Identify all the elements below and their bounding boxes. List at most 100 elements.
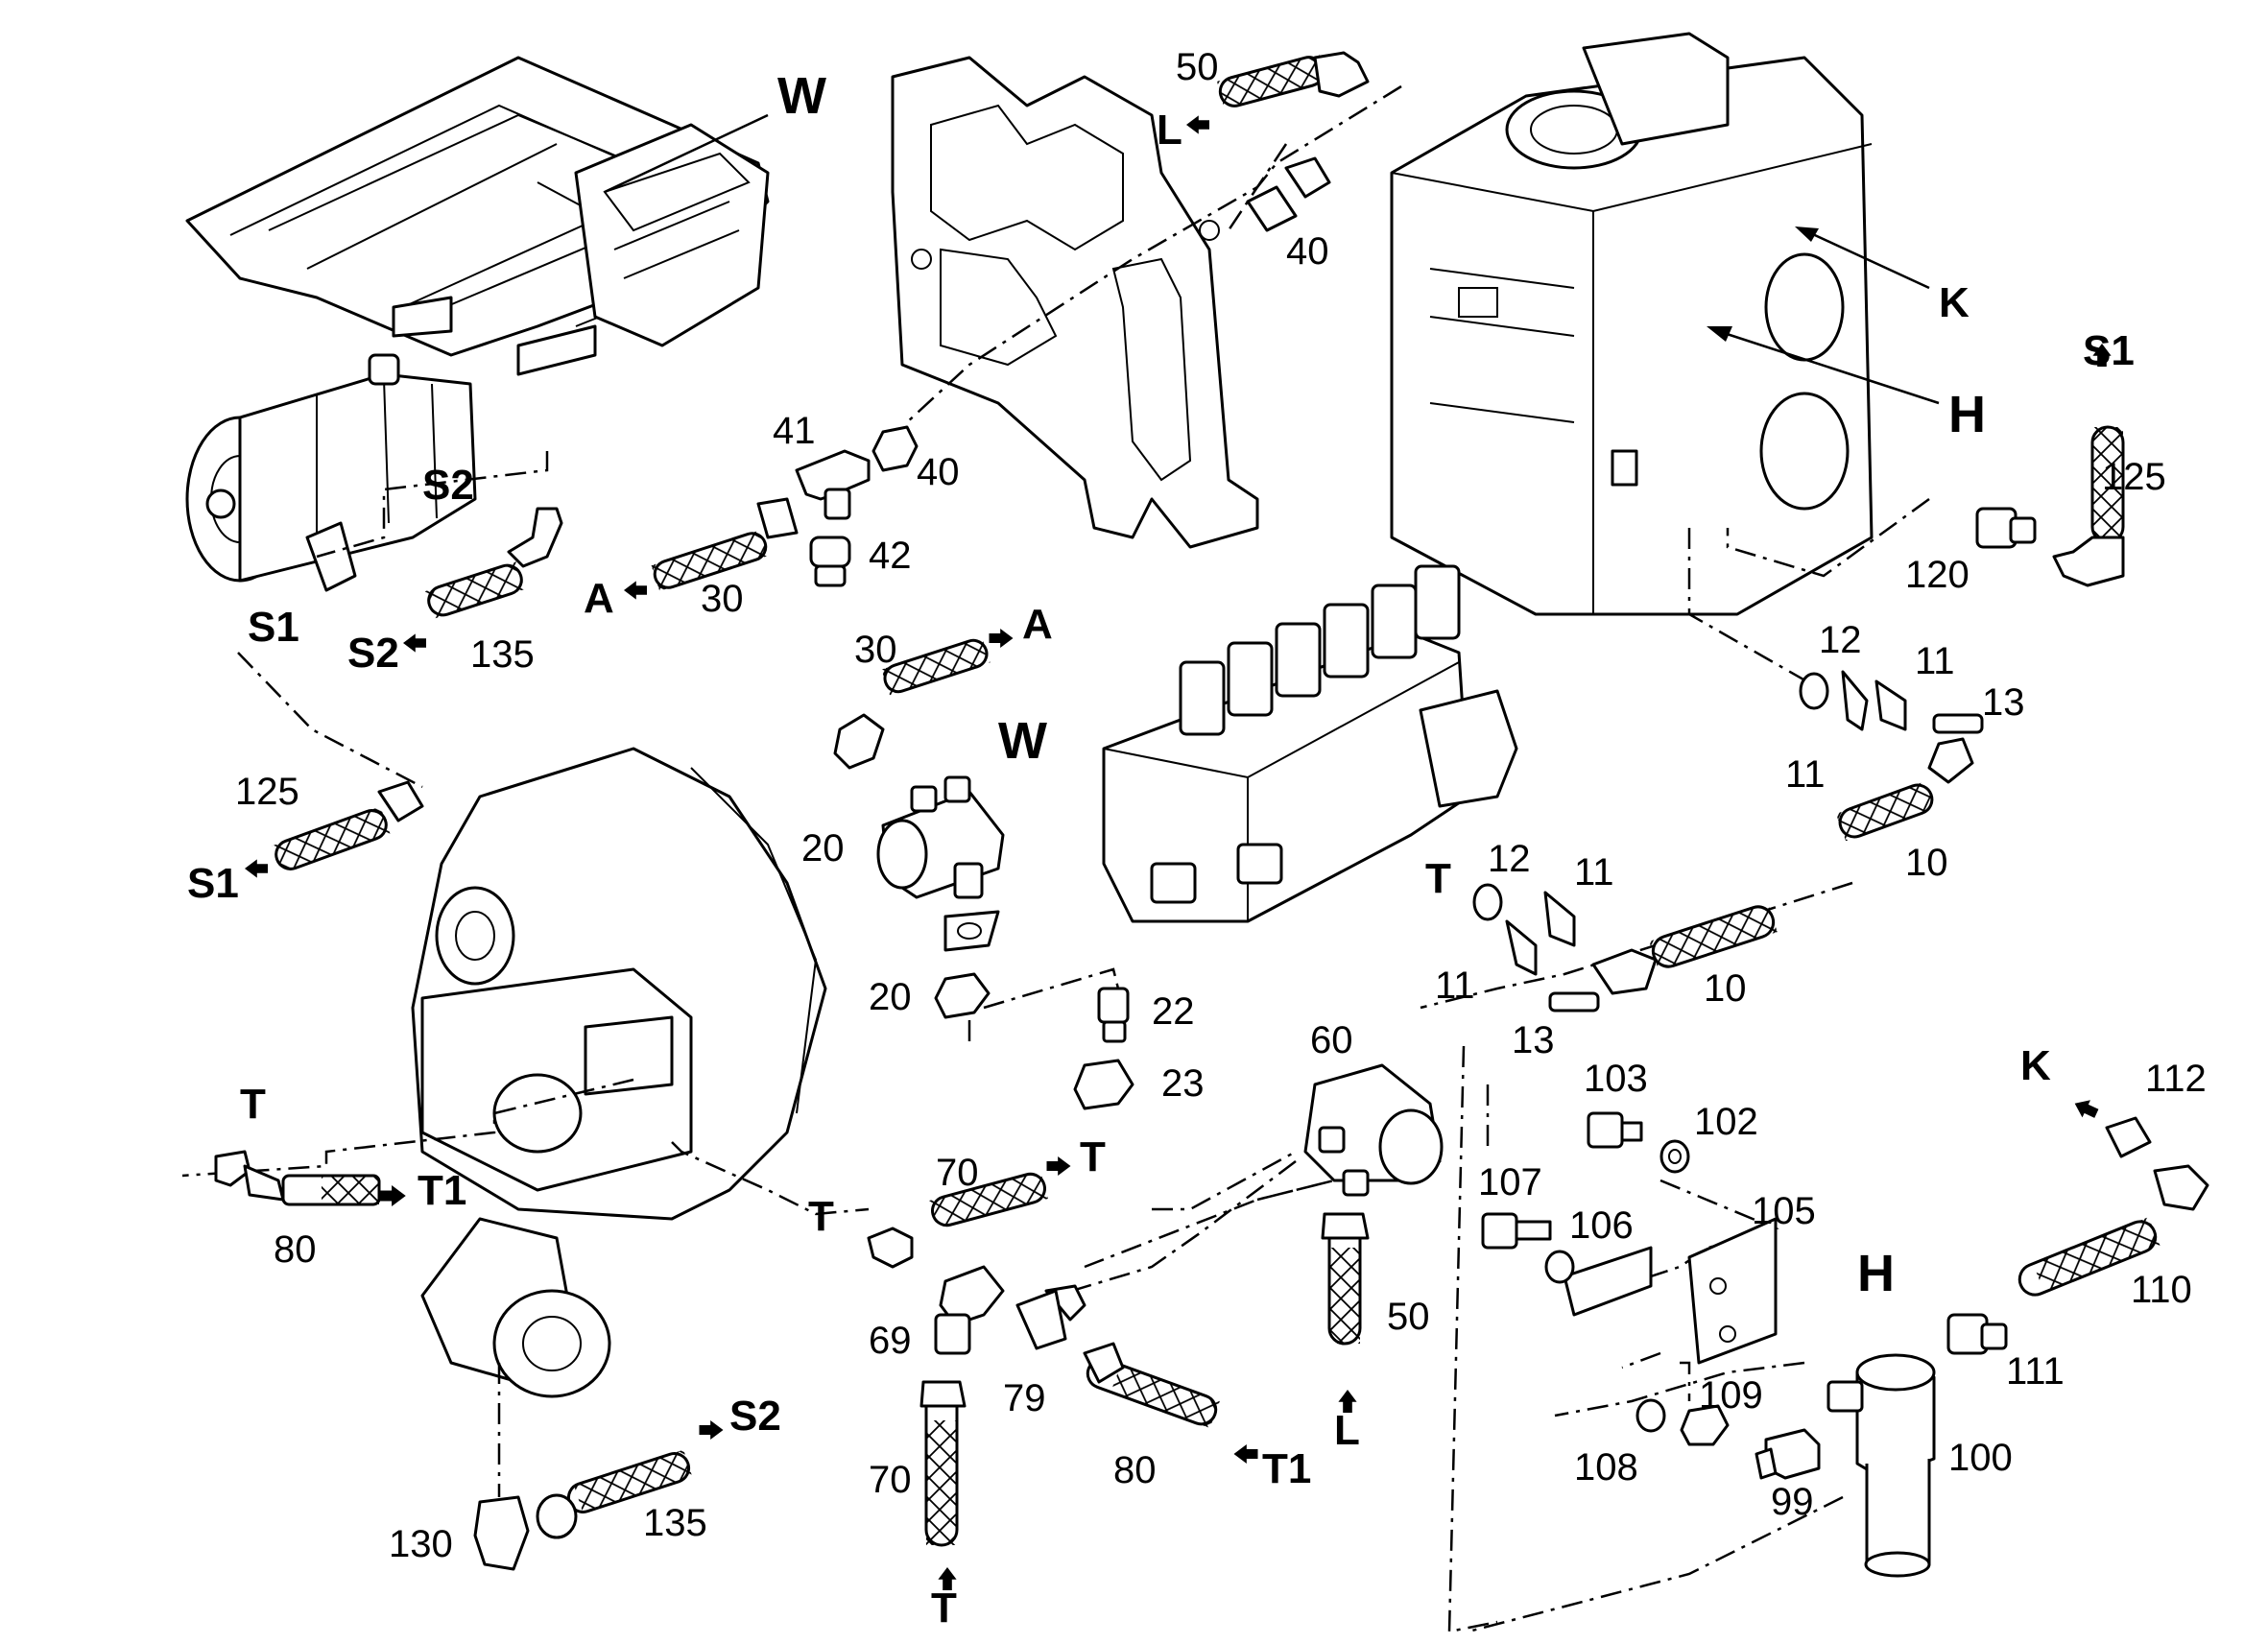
part-number: 135 — [470, 633, 535, 676]
fitting-112 — [2105, 1116, 2152, 1158]
hose-80-lower — [1083, 1342, 1220, 1429]
washer-106 — [1544, 1250, 1575, 1284]
part-number: 135 — [643, 1502, 707, 1544]
callout-T1-lower: T1 — [1262, 1445, 1311, 1492]
part-number: 20 — [869, 976, 912, 1018]
fitting-111 — [1946, 1313, 2008, 1355]
hydraulic-tank-illustration — [1390, 32, 1874, 616]
machine-frame-illustration — [185, 56, 770, 376]
fitting-41 — [795, 449, 871, 520]
part-number: 125 — [235, 771, 299, 813]
part-number: 100 — [1948, 1437, 2013, 1479]
part-number: 20 — [801, 827, 845, 870]
part-number: 79 — [1003, 1377, 1046, 1419]
part-number: 69 — [869, 1320, 912, 1362]
part-number: 23 — [1161, 1062, 1205, 1105]
part-number: 30 — [854, 629, 897, 671]
callout-S2-pump: S2 — [422, 462, 474, 509]
hose-125-left — [272, 780, 424, 873]
nut-40 — [871, 425, 919, 472]
part-number: 70 — [869, 1459, 912, 1501]
part-number: 10 — [1905, 842, 1948, 884]
control-valve-illustration — [1102, 564, 1518, 923]
part-number: 12 — [1488, 838, 1531, 880]
part-number: 107 — [1478, 1161, 1542, 1203]
hose-30-left — [651, 497, 799, 591]
hose-110 — [2017, 1164, 2209, 1297]
callout-S2-hose: S2 — [347, 630, 399, 677]
callout-K-lower: K — [2020, 1042, 2051, 1089]
callout-L-top: L — [1157, 107, 1182, 154]
callout-T-hose70: T — [1080, 1133, 1106, 1180]
elbow-69 — [934, 1265, 1005, 1355]
part-number: 103 — [1584, 1058, 1648, 1100]
callout-S1-right: S1 — [2083, 327, 2135, 374]
part-number: 11 — [1435, 965, 1475, 1007]
arrow-head — [1795, 226, 1819, 242]
hose-10-lower — [1591, 902, 1778, 995]
fitting-22 — [1097, 987, 1130, 1043]
part-number: 108 — [1574, 1446, 1638, 1489]
hose-70-lower — [919, 1380, 967, 1547]
part-number: 105 — [1752, 1190, 1816, 1232]
part-number: 110 — [2131, 1269, 2192, 1311]
hose-50-lower — [1321, 1212, 1370, 1346]
flange-set-lower — [1472, 883, 1600, 1013]
leader-line — [1803, 228, 1930, 290]
part-number: 11 — [1915, 640, 1955, 682]
part-number: 22 — [1152, 990, 1195, 1033]
washer-108 — [1635, 1398, 1666, 1433]
callout-S1-pump: S1 — [248, 604, 299, 651]
callout-H-tank: H — [1948, 386, 1986, 443]
part-number: 40 — [1286, 230, 1329, 273]
callout-W-top: W — [777, 67, 826, 125]
bracket-105 — [1563, 1217, 1778, 1365]
filter-100 — [1826, 1353, 1936, 1578]
part-number: 30 — [701, 578, 744, 620]
elbow-79 — [1015, 1284, 1086, 1350]
leader-line — [604, 113, 769, 194]
callout-T1-left: T1 — [418, 1167, 466, 1214]
part-number: 13 — [1982, 681, 2025, 724]
plug-42 — [809, 536, 851, 587]
callout-T-valve: T — [1425, 855, 1451, 902]
part-number: 11 — [1785, 753, 1826, 796]
leader-line — [1717, 329, 1940, 405]
fitting-130 — [473, 1495, 530, 1571]
flange-set-upper — [1799, 670, 1984, 734]
part-number: 130 — [389, 1523, 453, 1565]
filter-20 — [876, 775, 1005, 899]
callout-S1-hose: S1 — [187, 860, 239, 907]
callout-W-center: W — [998, 712, 1047, 770]
callout-A-left: A — [584, 575, 614, 622]
part-number: 99 — [1771, 1481, 1814, 1523]
callout-T-bottom: T — [931, 1584, 957, 1632]
nut-109 — [1680, 1404, 1730, 1446]
callout-L-lower: L — [1334, 1407, 1360, 1454]
part-number: 102 — [1694, 1101, 1758, 1143]
washer-102 — [1659, 1139, 1690, 1174]
part-number: 70 — [936, 1152, 979, 1194]
part-number: 13 — [1512, 1019, 1555, 1061]
part-number: 60 — [1310, 1019, 1353, 1061]
part-number: 120 — [1905, 554, 1970, 596]
part-number: 50 — [1387, 1296, 1430, 1338]
part-number: 42 — [869, 535, 912, 577]
part-number: 41 — [773, 410, 816, 452]
block-60 — [1303, 1063, 1444, 1197]
part-number: 106 — [1569, 1204, 1634, 1247]
mounting-bracket-illustration — [891, 56, 1259, 549]
part-number: 50 — [1176, 46, 1219, 88]
hose-10-upper — [1835, 737, 1974, 842]
hose-135-top — [424, 507, 563, 619]
hose-70-right — [867, 1170, 1048, 1269]
hose-125-right — [2052, 425, 2125, 587]
hose-135-lower — [536, 1449, 693, 1539]
part-number: 10 — [1704, 967, 1747, 1010]
nut-23 — [1073, 1059, 1134, 1110]
callout-S2-lower: S2 — [729, 1393, 781, 1440]
fitting-120 — [1975, 507, 2037, 549]
arrow-head — [1707, 326, 1732, 342]
callout-K-tank: K — [1939, 279, 1970, 326]
part-number: 109 — [1699, 1374, 1763, 1417]
